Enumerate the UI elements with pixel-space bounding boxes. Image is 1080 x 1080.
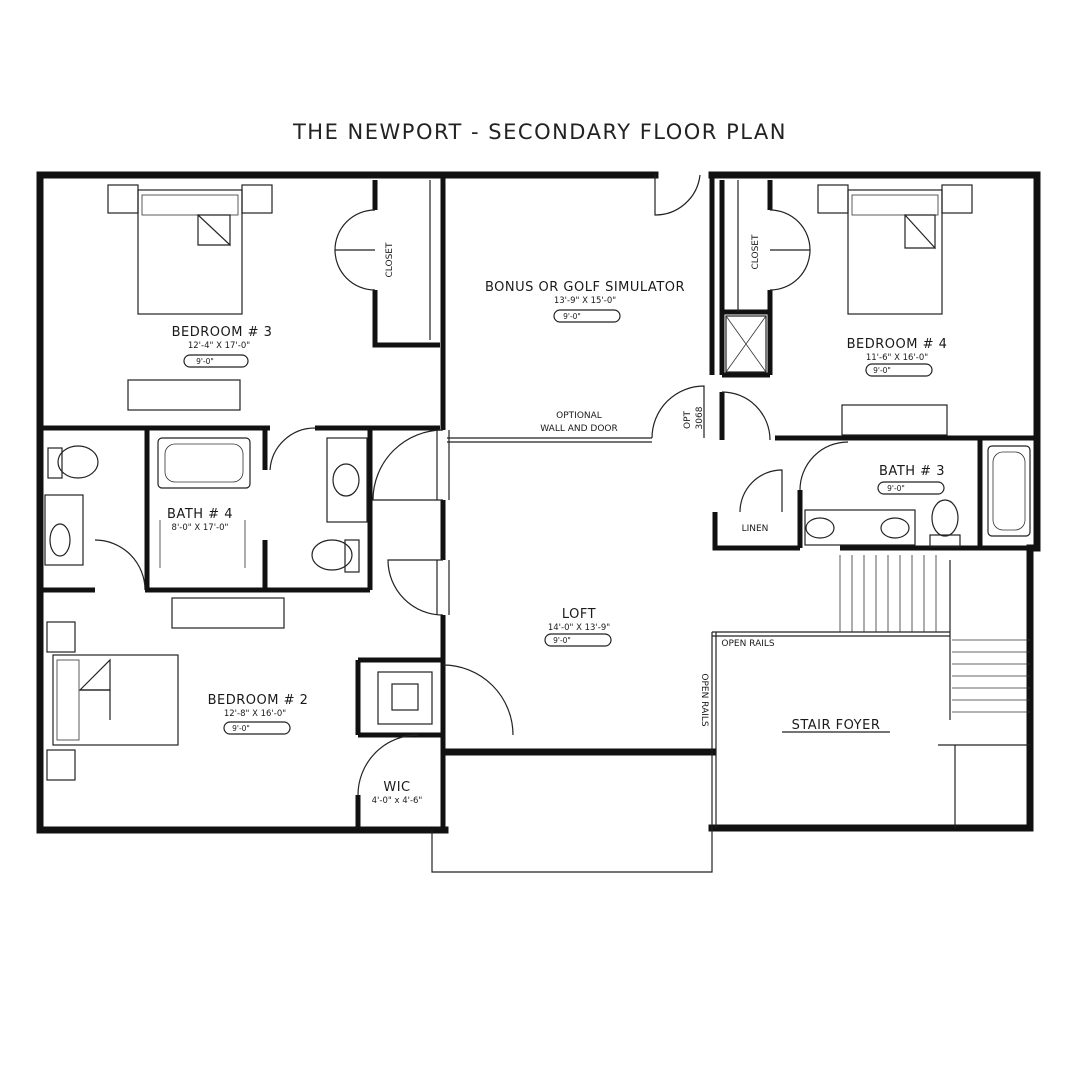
bath3-label: BATH # 3: [879, 464, 945, 479]
closet-left-label: CLOSET: [385, 242, 395, 277]
stair-foyer-label: STAIR FOYER: [792, 718, 881, 733]
bedroom4-dims: 11'-6" X 16'-0": [866, 353, 928, 363]
optional-label-2: WALL AND DOOR: [540, 424, 617, 434]
bedroom2-ceiling-pill: [223, 721, 291, 735]
open-rails-horizontal: OPEN RAILS: [721, 639, 775, 649]
optional-label-1: OPTIONAL: [556, 411, 602, 421]
bath4-dims: 8'-0" X 17'-0": [172, 523, 229, 533]
bedroom4-label: BEDROOM # 4: [847, 337, 948, 352]
bed-bedroom2: [46, 621, 179, 781]
bath3-fixtures: [804, 445, 1031, 548]
bedroom3-ceiling-pill: [183, 354, 249, 368]
bath4-fixtures: [44, 437, 368, 573]
staircase: [839, 555, 1030, 828]
loft-label: LOFT: [562, 607, 596, 622]
opt-label-1: OPT: [683, 410, 693, 429]
porch-outline: [431, 828, 713, 873]
bath4-label: BATH # 4: [167, 507, 233, 522]
closet-box-hall: [377, 671, 433, 725]
bedroom3-ceiling: 9'-0": [196, 357, 214, 366]
closet-right-label: CLOSET: [751, 234, 761, 269]
bonus-ceiling: 9'-0": [563, 312, 581, 321]
bonus-dims: 13'-9" X 15'-0": [554, 296, 616, 306]
bedroom2-dims: 12'-8" X 16'-0": [224, 709, 286, 719]
bath3-ceiling-pill: [877, 481, 945, 495]
dresser-bedroom4: [841, 404, 948, 436]
bedroom4-ceiling: 9'-0": [873, 366, 891, 375]
plan-title: THE NEWPORT - SECONDARY FLOOR PLAN: [292, 120, 787, 144]
wic-dims: 4'-0" x 4'-6": [372, 796, 423, 806]
loft-ceiling-pill: [544, 633, 612, 647]
bedroom3-dims: 12'-4" X 17'-0": [188, 341, 250, 351]
interior-walls: [40, 175, 1037, 830]
open-rails-vertical: OPEN RAILS: [699, 673, 709, 727]
bath3-ceiling: 9'-0": [887, 484, 905, 493]
bed-bedroom4: [817, 184, 973, 315]
doors: [94, 174, 849, 796]
wic-label: WIC: [383, 780, 410, 795]
opt-label-2: 3068: [695, 406, 705, 429]
dresser-bedroom3: [127, 379, 241, 411]
bed-bedroom3: [107, 184, 273, 315]
bedroom2-ceiling: 9'-0": [232, 724, 250, 733]
bonus-ceiling-pill: [553, 309, 621, 323]
bedroom3-label: BEDROOM # 3: [172, 325, 273, 340]
bedroom2-label: BEDROOM # 2: [208, 693, 309, 708]
loft-dims: 14'-0" X 13'-9": [548, 623, 610, 633]
dresser-bedroom2: [171, 597, 285, 629]
loft-ceiling: 9'-0": [553, 636, 571, 645]
exterior-walls: [36, 171, 1041, 834]
bedroom4-ceiling-pill: [865, 363, 933, 377]
shower-box-bedroom4: [725, 315, 767, 373]
linen-label: LINEN: [742, 524, 769, 534]
bonus-label: BONUS OR GOLF SIMULATOR: [485, 280, 685, 295]
